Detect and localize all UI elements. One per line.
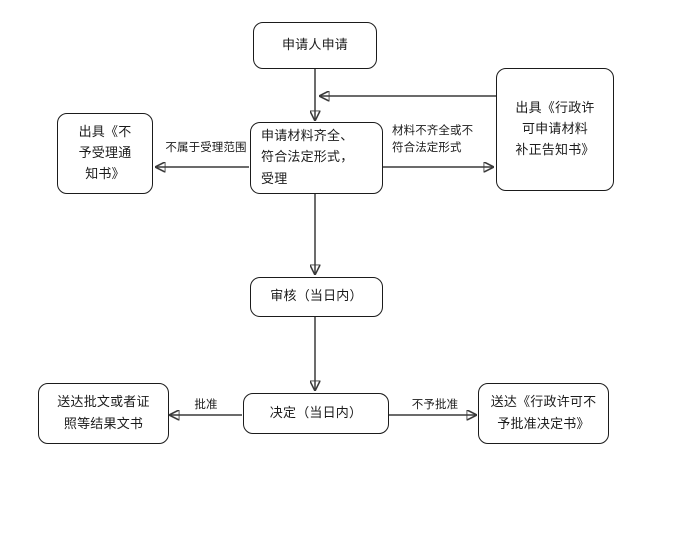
edge-label-material-incomplete: 材料不齐全或不 符合法定形式: [392, 123, 474, 155]
node-deliver-approval-label: 送达批文或者证 照等结果文书: [57, 395, 150, 432]
node-correction-notice-label: 出具《行政许 可申请材料 补正告知书》: [515, 100, 595, 159]
node-applicant-apply[interactable]: 申请人申请: [253, 22, 377, 69]
node-material-complete[interactable]: 申请材料齐全、 符合法定形式， 受理: [250, 122, 383, 194]
node-decision-label: 决定（当日内）: [269, 405, 363, 421]
node-deliver-rejection[interactable]: 送达《行政许可不 予批准决定书》: [478, 383, 609, 444]
edge-label-not-in-scope: 不属于受理范围: [165, 140, 247, 154]
node-deliver-rejection-label: 送达《行政许可不 予批准决定书》: [490, 395, 597, 432]
node-not-accept-notice-label: 出具《不 予受理通 知书》: [78, 124, 132, 183]
node-material-complete-label: 申请材料齐全、 符合法定形式， 受理: [261, 129, 354, 187]
node-not-accept-notice[interactable]: 出具《不 予受理通 知书》: [57, 113, 153, 194]
edge-label-not-approved: 不予批准: [411, 397, 459, 411]
node-decision[interactable]: 决定（当日内）: [243, 393, 389, 434]
edge-label-approved: 批准: [194, 397, 218, 411]
node-review[interactable]: 审核（当日内）: [250, 277, 383, 317]
node-applicant-apply-label: 申请人申请: [281, 37, 348, 53]
node-deliver-approval[interactable]: 送达批文或者证 照等结果文书: [38, 383, 169, 444]
node-correction-notice[interactable]: 出具《行政许 可申请材料 补正告知书》: [496, 68, 614, 191]
node-review-label: 审核（当日内）: [270, 289, 363, 305]
